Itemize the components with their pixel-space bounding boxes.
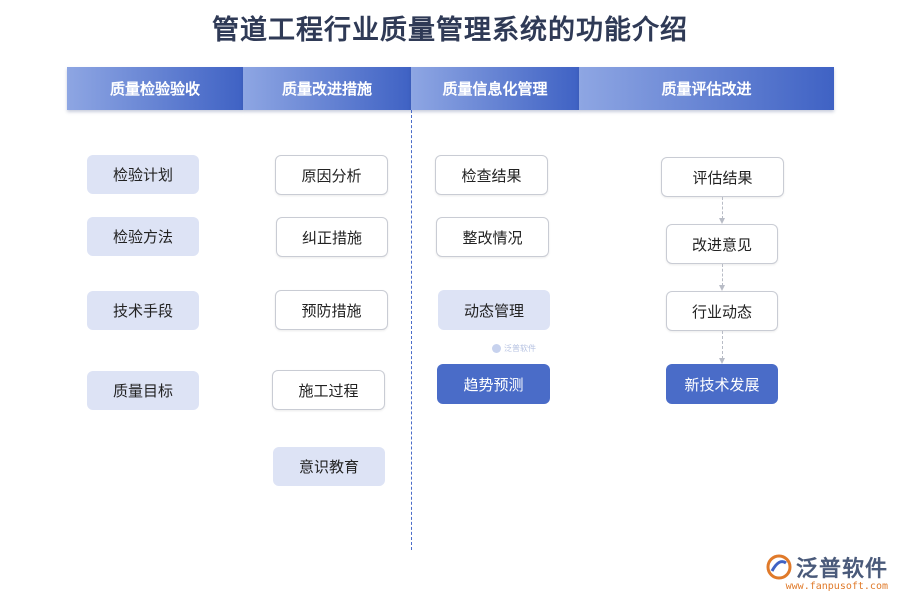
node-industry-trends: 行业动态 xyxy=(666,291,778,331)
node-trend-forecast: 趋势预测 xyxy=(437,364,550,404)
header-quality-informatization: 质量信息化管理 xyxy=(411,67,579,110)
arrow-2 xyxy=(719,264,725,291)
node-cause-analysis: 原因分析 xyxy=(275,155,388,195)
arrow-3 xyxy=(719,331,725,364)
node-preventive-measures: 预防措施 xyxy=(275,290,388,330)
node-inspection-method: 检验方法 xyxy=(87,217,199,256)
node-evaluation-results: 评估结果 xyxy=(661,157,784,197)
node-awareness-education: 意识教育 xyxy=(273,447,385,486)
node-improvement-opinions: 改进意见 xyxy=(666,224,778,264)
watermark: 泛普软件 xyxy=(492,343,536,354)
node-construction-process: 施工过程 xyxy=(272,370,385,410)
header-quality-improvement-measures: 质量改进措施 xyxy=(243,67,411,110)
arrow-1 xyxy=(719,197,725,224)
diagram-title: 管道工程行业质量管理系统的功能介绍 xyxy=(212,15,688,46)
column-divider xyxy=(411,110,412,550)
node-inspection-plan: 检验计划 xyxy=(87,155,199,194)
node-quality-target: 质量目标 xyxy=(87,371,199,410)
node-inspection-results: 检查结果 xyxy=(435,155,548,195)
node-technical-means: 技术手段 xyxy=(87,291,199,330)
node-new-technology: 新技术发展 xyxy=(666,364,778,404)
logo-url: www.fanpusoft.com xyxy=(785,581,888,592)
brand-logo: 泛普软件 www.fanpusoft.com xyxy=(766,551,888,592)
node-corrective-measures: 纠正措施 xyxy=(276,217,388,257)
header-quality-inspection: 质量检验验收 xyxy=(67,67,243,110)
header-quality-evaluation: 质量评估改进 xyxy=(579,67,834,110)
logo-name: 泛普软件 xyxy=(795,557,888,582)
fanpu-logo-icon xyxy=(766,554,792,580)
watermark-logo-icon xyxy=(492,344,501,353)
node-dynamic-management: 动态管理 xyxy=(438,290,550,330)
node-rectification-status: 整改情况 xyxy=(436,217,549,257)
